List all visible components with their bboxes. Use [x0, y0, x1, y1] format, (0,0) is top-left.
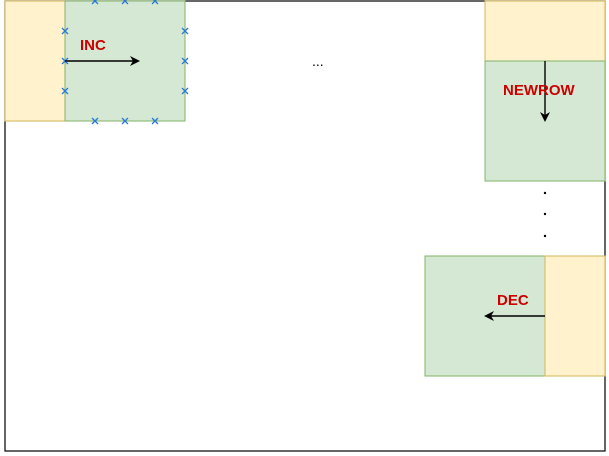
pad-right-top — [484, 0, 606, 62]
x-marker-icon — [61, 27, 69, 35]
x-marker-icon — [61, 0, 189, 125]
x-marker-icon — [121, 117, 129, 125]
x-marker-icon — [181, 87, 189, 95]
x-marker-icon — [61, 87, 69, 95]
x-marker-icon — [181, 27, 189, 35]
label-newrow: NEWROW — [503, 82, 575, 99]
pad-right-bottom — [544, 255, 606, 377]
pad-left-top — [4, 0, 66, 122]
x-marker-icon — [181, 57, 189, 65]
ellipsis-vertical — [543, 191, 547, 238]
x-marker-icon — [151, 117, 159, 125]
x-marker-icon — [91, 117, 99, 125]
x-marker-icon — [91, 0, 99, 5]
label-inc: INC — [80, 37, 106, 54]
x-marker-icon — [151, 0, 159, 5]
label-dec: DEC — [497, 292, 529, 309]
x-marker-icon — [121, 0, 129, 5]
ellipsis-horizontal: ... — [312, 53, 324, 69]
